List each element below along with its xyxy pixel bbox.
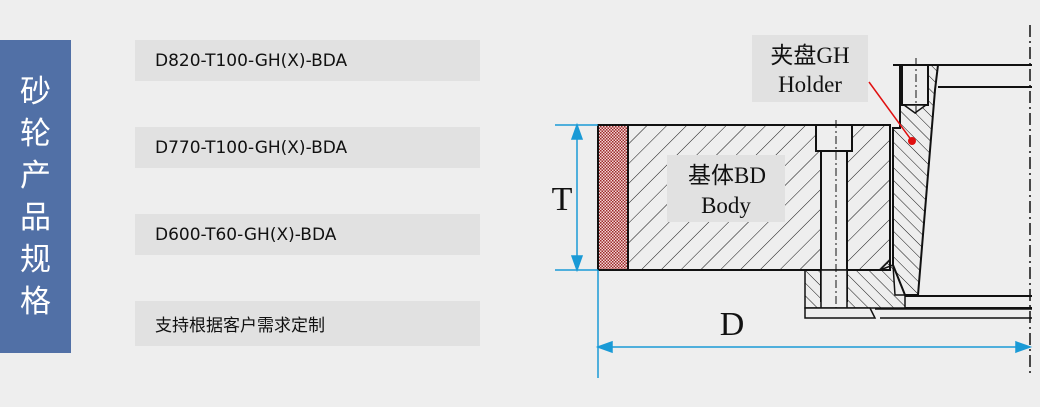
holder-label-cn: 夹盘GH xyxy=(770,43,849,68)
title-char: 规 xyxy=(20,241,51,278)
spec-item: D600-T60-GH(X)-BDA xyxy=(135,214,480,255)
title-char: 砂 xyxy=(20,73,51,110)
spec-item-custom: 支持根据客户需求定制 xyxy=(135,301,480,346)
sidebar-title: 砂 轮 产 品 规 格 xyxy=(0,40,71,353)
t-dimension xyxy=(555,122,1033,378)
spec-item: D820-T100-GH(X)-BDA xyxy=(135,40,480,81)
holder-leader-dot xyxy=(908,137,916,145)
t-label: T xyxy=(552,181,573,218)
abrasive-layer xyxy=(597,124,629,271)
bolt-counterbore xyxy=(815,124,853,152)
title-char: 产 xyxy=(20,157,51,194)
holder-section xyxy=(892,64,940,296)
holder-leader-line xyxy=(868,81,913,142)
holder-label-en: Holder xyxy=(778,72,842,97)
title-char: 格 xyxy=(20,283,51,320)
d-label: D xyxy=(720,306,745,343)
spec-item: D770-T100-GH(X)-BDA xyxy=(135,127,480,168)
body-label-cn: 基体BD xyxy=(688,163,766,188)
title-char: 品 xyxy=(20,199,51,236)
title-char: 轮 xyxy=(20,115,51,152)
body-label-en: Body xyxy=(701,193,751,218)
